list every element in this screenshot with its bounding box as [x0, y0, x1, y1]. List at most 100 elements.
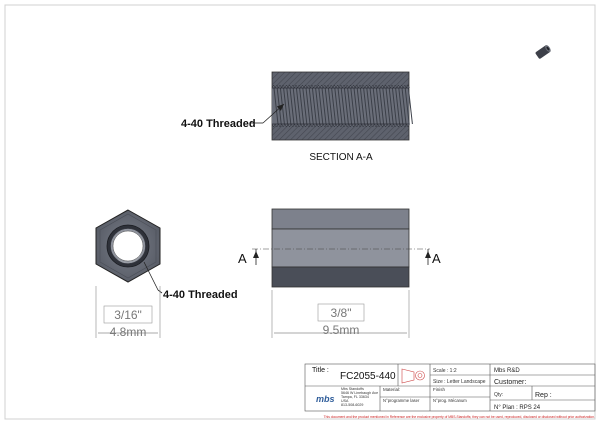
thread-line: [356, 87, 362, 125]
thread-crest: [316, 84, 321, 89]
thread-crest: [361, 84, 366, 89]
thread-crest: [383, 84, 388, 89]
thread-crest: [335, 123, 340, 128]
thread-line: [308, 87, 314, 125]
cut-mark-right: A: [432, 251, 441, 266]
cut-plane-markers: A A: [238, 249, 441, 266]
thread-crest: [361, 123, 366, 128]
thread-line: [395, 87, 401, 125]
thread-crest: [310, 84, 314, 89]
thread-crest: [335, 84, 340, 89]
thread-crest: [281, 123, 286, 128]
thread-crest: [367, 123, 372, 128]
thread-crest: [402, 84, 407, 89]
thread-crest: [367, 84, 372, 89]
mecanum-label: N°prog. Mécanum: [433, 398, 467, 403]
thread-crest: [345, 123, 350, 128]
thread-crest: [303, 123, 308, 128]
thread-crest: [380, 84, 385, 89]
thread-crest: [380, 123, 385, 128]
thread-crest: [278, 84, 282, 89]
thread-crest: [354, 84, 359, 89]
thread-crest: [396, 123, 401, 128]
end-view: [95, 209, 161, 283]
side-top-face: [271, 208, 410, 230]
finish-label: Finish: [433, 387, 446, 392]
thread-crest: [351, 84, 356, 89]
thread-crest: [287, 123, 292, 128]
thread-crest: [402, 123, 407, 128]
thread-crest: [383, 123, 388, 128]
thread-line: [321, 87, 327, 125]
qty-label: Qty:: [494, 392, 503, 398]
thread-crest: [342, 123, 346, 128]
thread-crest: [338, 123, 343, 128]
thread-line: [340, 87, 346, 125]
customer-label: Customer:: [494, 379, 526, 386]
end-view-callout: 4-40 Threaded: [143, 261, 238, 301]
thread-crest: [370, 123, 375, 128]
thread-line: [372, 87, 378, 125]
section-callout-text: 4-40 Threaded: [181, 118, 256, 130]
thread-crest: [332, 123, 337, 128]
company-logo: mbs: [314, 392, 336, 404]
thread-line: [391, 87, 397, 125]
company-address: Mbs Standoffs 5646 W Linebaugh Ave Tampa…: [341, 387, 378, 407]
thread-crest: [377, 123, 382, 128]
thread-line: [385, 87, 391, 125]
material-label: Material:: [383, 387, 400, 392]
thread-crest: [358, 123, 362, 128]
thread-crest: [377, 84, 382, 89]
thread-line: [366, 87, 372, 125]
thread-crest: [406, 84, 410, 89]
thread-crest: [364, 84, 369, 89]
thread-line: [401, 87, 407, 125]
end-dim-inch: 3/16": [114, 308, 142, 322]
hex-bore-inner: [112, 230, 144, 262]
thread-crest: [390, 123, 394, 128]
part-number: FC2055-440: [340, 371, 396, 382]
thread-crest: [393, 84, 398, 89]
thread-crest: [396, 84, 401, 89]
plan-number: N° Plan : RPS 24: [494, 405, 541, 411]
side-mid-face: [271, 228, 410, 268]
thread-crest: [374, 84, 378, 89]
thread-crest: [399, 123, 404, 128]
thread-line: [404, 87, 410, 125]
side-bottom-face: [271, 266, 410, 288]
thread-line: [273, 87, 279, 125]
thread-crest: [345, 84, 350, 89]
thread-line: [305, 87, 311, 125]
thread-crest: [287, 84, 292, 89]
thread-crest: [393, 123, 398, 128]
scale-text: Scale : 1:2: [433, 368, 457, 374]
thread-line: [359, 87, 365, 125]
thread-line: [353, 87, 359, 125]
thread-crest: [342, 84, 346, 89]
thread-crest: [351, 123, 356, 128]
thread-line: [398, 87, 404, 125]
thread-crest: [284, 84, 289, 89]
thread-crest: [284, 123, 289, 128]
thread-crest: [313, 123, 318, 128]
end-view-dimension: 3/16" 4.8mm: [95, 286, 161, 339]
address-line-0: Mbs Standoffs: [341, 387, 364, 391]
thread-crest: [319, 123, 324, 128]
cut-mark-left: A: [238, 251, 247, 266]
thread-crest: [306, 123, 311, 128]
iso-thumbnail: [535, 45, 551, 59]
thread-line: [318, 87, 324, 125]
thread-line: [302, 87, 308, 125]
thread-line: [292, 87, 298, 125]
thread-crest: [390, 84, 394, 89]
thread-crest: [271, 123, 276, 128]
thread-line: [315, 87, 321, 125]
thread-crest: [399, 84, 404, 89]
thread-crest: [281, 84, 286, 89]
thread-crest: [300, 84, 305, 89]
thread-crest: [332, 84, 337, 89]
end-view-callout-text: 4-40 Threaded: [163, 289, 238, 301]
thread-crest: [370, 84, 375, 89]
thread-line: [379, 87, 385, 125]
thread-crest: [319, 84, 324, 89]
